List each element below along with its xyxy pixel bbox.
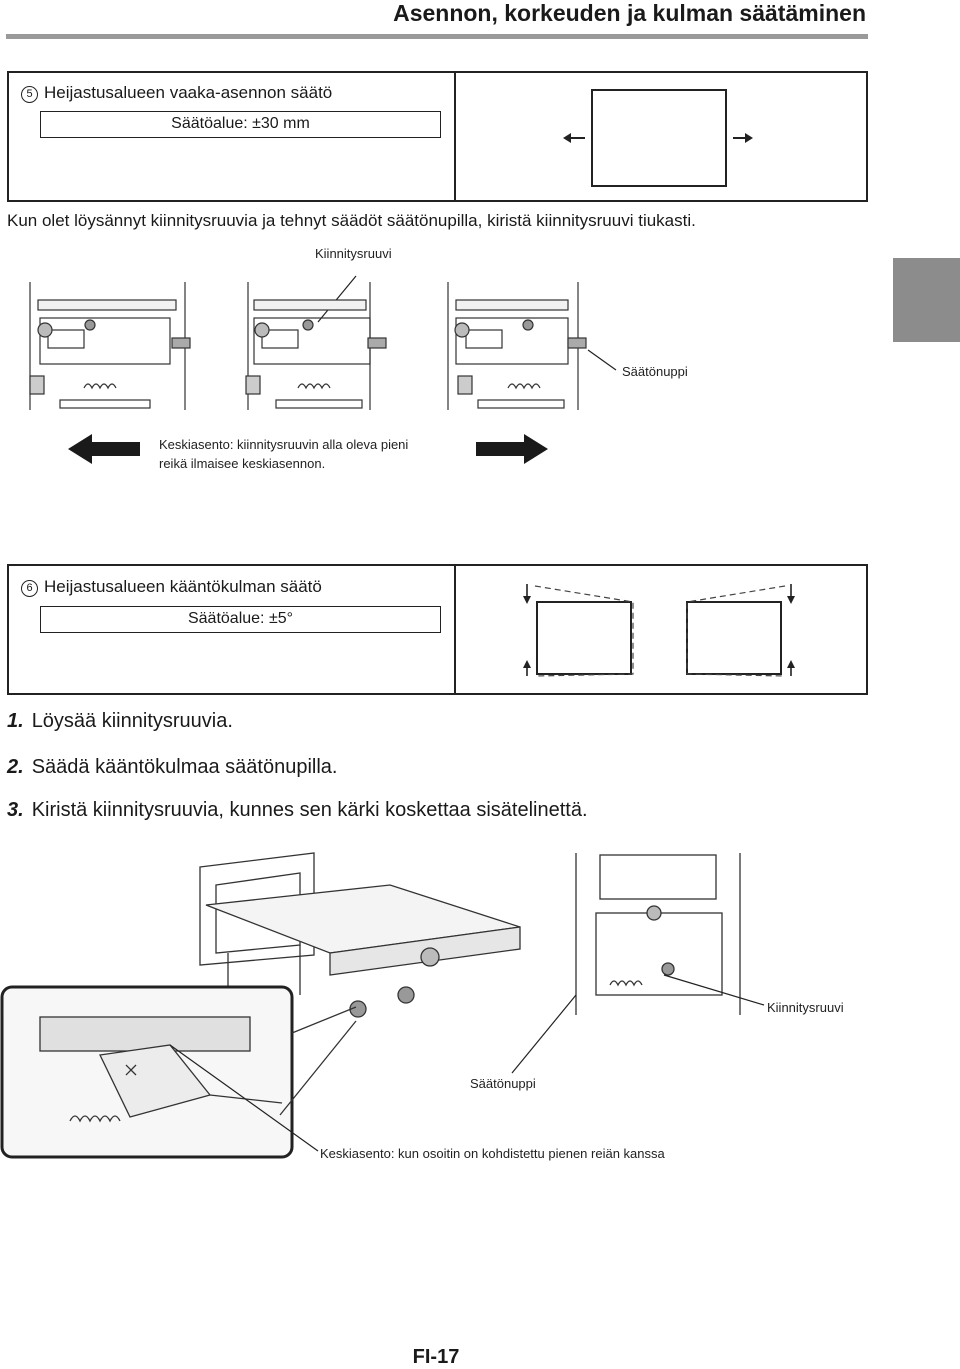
step-3-text: Kiristä kiinnitysruuvia, kunnes sen kärk… xyxy=(31,799,588,821)
step-2-text: Säädä kääntökulmaa säätönupilla. xyxy=(31,756,338,778)
section6-heading: 6 Heijastusalueen kääntökulman säätö xyxy=(21,577,322,597)
rotation-angle-diagram xyxy=(523,584,795,677)
step-1-number: 1. xyxy=(7,710,24,732)
section5-heading-text: Heijastusalueen vaaka-asennon säätö xyxy=(44,83,333,102)
bracket-center xyxy=(245,282,387,410)
instruction-text: Kun olet löysännyt kiinnitysruuvia ja te… xyxy=(7,211,696,230)
figure1-screw-label: Kiinnitysruuvi xyxy=(315,246,392,261)
figure2-center-note: Keskiasento: kun osoitin on kohdistettu … xyxy=(320,1146,665,1161)
step-1-text: Löysää kiinnitysruuvia. xyxy=(31,710,233,732)
section5-range: Säätöalue: ±30 mm xyxy=(40,111,441,138)
figure1-bracket-diagram xyxy=(29,275,617,410)
section5-heading: 5 Heijastusalueen vaaka-asennon säätö xyxy=(21,83,332,103)
bracket-left xyxy=(29,282,191,410)
panel-divider xyxy=(454,73,456,200)
step-2: 2. Säädä kääntökulmaa säätönupilla. xyxy=(7,756,337,779)
mount-front xyxy=(575,853,741,1015)
panel-divider xyxy=(454,566,456,693)
section6-heading-text: Heijastusalueen kääntökulman säätö xyxy=(44,577,322,596)
section5-number: 5 xyxy=(21,86,38,103)
shift-left-arrow xyxy=(68,434,140,464)
figure1-center-note-line2: reikä ilmaisee keskiasennon. xyxy=(159,456,326,471)
figure1-knob-label: Säätönuppi xyxy=(622,364,688,379)
step-3-number: 3. xyxy=(7,799,24,821)
figure2-knob-label: Säätönuppi xyxy=(470,1076,536,1091)
rotation-left-view xyxy=(523,584,634,677)
section6-panel: 6 Heijastusalueen kääntökulman säätö Säät… xyxy=(7,564,868,695)
step-1: 1. Löysää kiinnitysruuvia. xyxy=(7,710,233,733)
step-3: 3. Kiristä kiinnitysruuvia, kunnes sen kä… xyxy=(7,799,588,822)
step-2-number: 2. xyxy=(7,756,24,778)
figure1-center-note-line1: Keskiasento: kiinnitysruuvin alla oleva … xyxy=(159,437,409,452)
rotation-right-view xyxy=(686,584,795,677)
bracket-right xyxy=(447,282,587,410)
zoom-detail xyxy=(0,985,357,1159)
page-title: Asennon, korkeuden ja kulman säätäminen xyxy=(393,0,866,26)
title-rule xyxy=(6,34,868,39)
section6-range: Säätöalue: ±5° xyxy=(40,606,441,633)
figure2-screw-label: Kiinnitysruuvi xyxy=(767,1000,844,1015)
shift-right-arrow xyxy=(476,434,548,464)
section-tab-marker xyxy=(893,258,960,342)
section6-number: 6 xyxy=(21,580,38,597)
section5-panel: 5 Heijastusalueen vaaka-asennon säätö Sää… xyxy=(7,71,868,202)
horizontal-shift-diagram xyxy=(563,89,753,187)
page-number: FI-17 xyxy=(412,1346,460,1368)
figure2-mount-diagram xyxy=(0,852,765,1159)
